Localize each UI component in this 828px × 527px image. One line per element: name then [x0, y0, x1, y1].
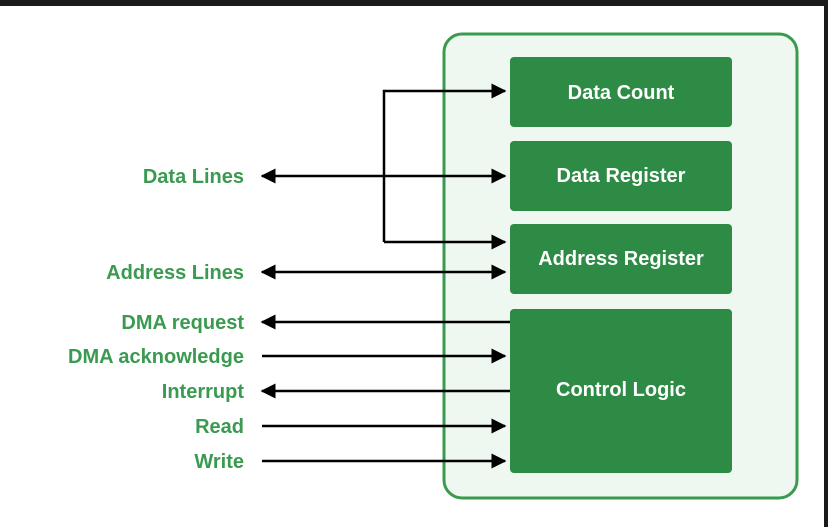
data-count-block: Data Count: [510, 57, 732, 127]
right-border: [824, 0, 828, 527]
address-lines-label: Address Lines: [106, 262, 244, 284]
address-register-block: Address Register: [510, 224, 732, 294]
data-register-block: Data Register: [510, 141, 732, 211]
dma-acknowledge-label: DMA acknowledge: [68, 346, 244, 368]
data-bus-line: [382, 83, 507, 242]
write-label: Write: [194, 451, 244, 473]
interrupt-label: Interrupt: [162, 381, 245, 403]
address-register-label: Address Register: [538, 248, 704, 270]
data-count-label: Data Count: [568, 82, 675, 104]
read-label: Read: [195, 416, 244, 438]
control-logic-label: Control Logic: [556, 379, 686, 401]
top-border: [0, 0, 828, 6]
data-lines-label: Data Lines: [143, 166, 244, 188]
data-register-label: Data Register: [557, 165, 686, 187]
dma-request-label: DMA request: [121, 312, 244, 334]
control-logic-block: Control Logic: [510, 309, 732, 473]
